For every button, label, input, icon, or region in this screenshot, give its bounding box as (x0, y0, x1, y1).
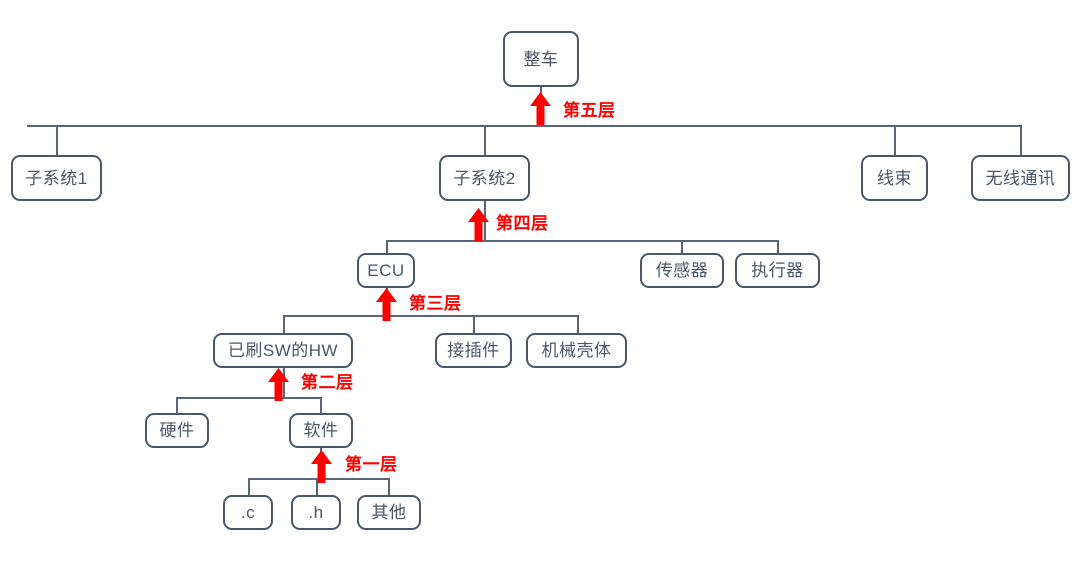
node-label: 接插件 (447, 341, 500, 360)
node-label: 子系统2 (453, 168, 516, 188)
layer-label-layer3: 第三层 (409, 294, 462, 313)
up-arrow-icon-layer5 (530, 92, 551, 125)
node-label: 已刷SW的HW (227, 341, 339, 360)
connector-row1-drop-2 (316, 478, 318, 495)
connector-row4-drop-1 (386, 240, 388, 253)
node-subsystem2[interactable]: 子系统2 (439, 155, 530, 201)
node-label: 机械壳体 (541, 341, 612, 360)
node-hardware[interactable]: 硬件 (145, 413, 209, 448)
connector-row4-bar (386, 240, 778, 242)
node-file_c[interactable]: .c (223, 495, 273, 530)
node-label: 无线通讯 (985, 168, 1056, 188)
node-subsystem1[interactable]: 子系统1 (11, 155, 102, 201)
node-connector[interactable]: 接插件 (435, 333, 512, 368)
node-software[interactable]: 软件 (289, 413, 353, 448)
node-label: 其他 (371, 503, 407, 522)
node-label: 整车 (523, 49, 559, 69)
node-harness[interactable]: 线束 (861, 155, 928, 201)
node-wireless[interactable]: 无线通讯 (971, 155, 1070, 201)
node-sensor[interactable]: 传感器 (640, 253, 724, 288)
node-label: .h (308, 503, 324, 522)
node-housing[interactable]: 机械壳体 (526, 333, 627, 368)
node-ecu[interactable]: ECU (357, 253, 415, 288)
connector-row5-drop-1 (56, 125, 58, 155)
connector-row5-drop-2 (484, 125, 486, 155)
connector-row5-drop-4 (1020, 125, 1022, 155)
up-arrow-icon-layer3 (376, 288, 397, 321)
layer-label-layer5: 第五层 (563, 101, 616, 120)
node-label: 硬件 (159, 421, 195, 440)
up-arrow-icon-layer2 (268, 368, 289, 401)
layer-label-layer1: 第一层 (345, 455, 398, 474)
node-hw_sw[interactable]: 已刷SW的HW (213, 333, 353, 368)
node-label: .c (240, 503, 256, 522)
node-label: 子系统1 (25, 168, 88, 188)
connector-row2-drop-2 (320, 397, 322, 413)
node-label: 软件 (303, 421, 339, 440)
connector-row3-drop-3 (577, 315, 579, 333)
up-arrow-icon-layer4 (468, 208, 489, 241)
up-arrow-icon-layer1 (311, 450, 332, 483)
layer-label-layer2: 第二层 (301, 373, 354, 392)
node-label: 执行器 (751, 261, 804, 280)
connector-row1-drop-1 (248, 478, 250, 495)
node-label: 线束 (877, 168, 912, 188)
connector-row4-drop-2 (681, 240, 683, 253)
node-label: ECU (367, 261, 405, 280)
connector-row2-bar (176, 397, 321, 399)
connector-row5-drop-3 (894, 125, 896, 155)
node-file_other[interactable]: 其他 (357, 495, 421, 530)
node-actuator[interactable]: 执行器 (735, 253, 820, 288)
connector-row2-drop-1 (176, 397, 178, 413)
connector-row3-bar (283, 315, 578, 317)
layer-label-layer4: 第四层 (496, 214, 549, 233)
connector-row3-drop-1 (283, 315, 285, 333)
node-file_h[interactable]: .h (291, 495, 341, 530)
connector-row1-drop-3 (388, 478, 390, 495)
connector-row3-drop-2 (473, 315, 475, 333)
node-vehicle[interactable]: 整车 (503, 31, 579, 87)
connector-row5-bar (27, 125, 1021, 127)
connector-row4-drop-3 (777, 240, 779, 253)
connector-hwsw-stem (283, 368, 285, 397)
node-label: 传感器 (655, 261, 709, 280)
